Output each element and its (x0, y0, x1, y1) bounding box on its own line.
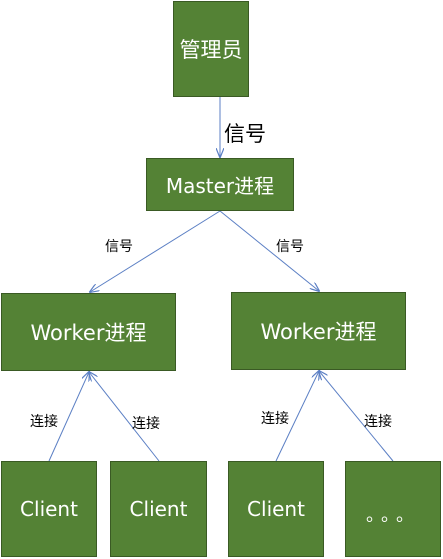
master-process-label: Master进程 (165, 174, 275, 198)
signal-label-right: 信号 (276, 239, 304, 255)
admin-node-label: 管理员 (179, 38, 243, 62)
worker-process-right-node: Worker进程 (231, 292, 406, 370)
client-node-3: Client (228, 461, 324, 557)
connect-label-3: 连接 (261, 411, 289, 427)
client-1-label: Client (20, 497, 78, 521)
more-clients-label: 。。。 (366, 505, 420, 526)
worker-process-right-label: Worker进程 (260, 320, 377, 344)
admin-node: 管理员 (173, 1, 249, 97)
arrow-client2-to-worker-left (89, 372, 160, 462)
more-clients-node: 。。。 (345, 461, 441, 557)
client-node-2: Client (110, 461, 207, 557)
client-2-label: Client (129, 497, 188, 521)
arrow-master-to-worker-right (219, 210, 319, 291)
worker-process-left-label: Worker进程 (30, 321, 147, 345)
worker-process-left-node: Worker进程 (1, 293, 176, 371)
arrow-client1-to-worker-left (48, 372, 89, 462)
signal-label-main: 信号 (224, 122, 266, 146)
client-node-1: Client (1, 461, 97, 557)
client-3-label: Client (247, 497, 305, 521)
connect-label-1: 连接 (30, 414, 58, 430)
arrow-master-to-worker-left (90, 210, 221, 292)
arrow-client3-to-worker-right (275, 371, 319, 462)
master-process-node: Master进程 (146, 158, 294, 211)
connect-label-2: 连接 (132, 416, 160, 432)
arrow-more-to-worker-right (319, 371, 394, 462)
signal-label-left: 信号 (105, 239, 133, 255)
connect-label-4: 连接 (364, 414, 392, 430)
